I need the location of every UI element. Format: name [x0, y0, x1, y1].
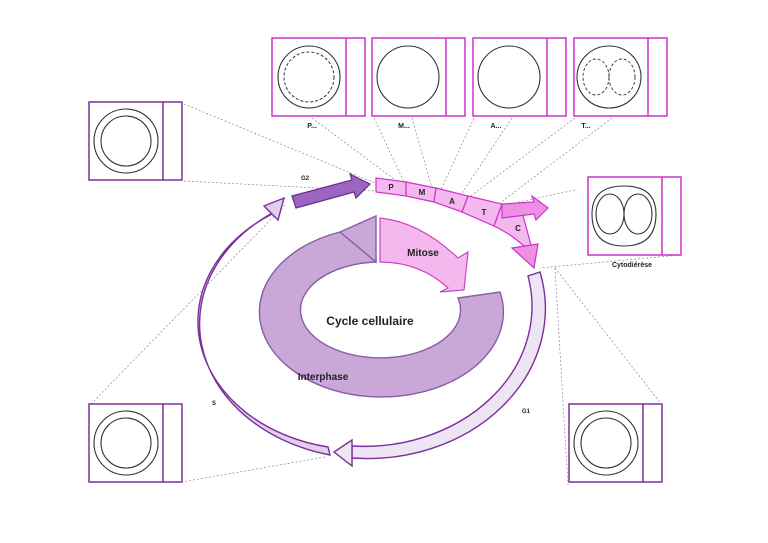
- stage-box-anaphase: [472, 37, 567, 117]
- s-phase-arc: [197, 207, 331, 456]
- phase-label-g1: G1: [522, 409, 531, 415]
- segment-label-a: A: [449, 197, 455, 206]
- interphase-arrow: [258, 219, 505, 398]
- cell-box-g1: [568, 403, 663, 483]
- connector-lines: [89, 103, 681, 486]
- segment-label-c: C: [515, 224, 521, 233]
- cell-box-s: [88, 403, 183, 483]
- g2-arrow: [291, 172, 372, 209]
- segment-label-m: M: [419, 188, 426, 197]
- mitose-arrow: [379, 217, 469, 293]
- cell-box-g2: [88, 101, 183, 181]
- interphase-arrow-tip: [338, 214, 377, 264]
- phase-label-s: S: [212, 401, 216, 407]
- stage-label-anaphase: A...: [491, 123, 502, 130]
- stage-label-prophase: P...: [307, 123, 317, 130]
- cytodierese-arrow: [501, 194, 549, 222]
- mitose-label: Mitose: [407, 248, 439, 259]
- stage-box-cytodierese: [587, 176, 682, 256]
- stage-label-cytodierese: Cytodiérèse: [612, 262, 652, 269]
- stage-label-telophase: T...: [581, 123, 590, 130]
- mitosis-band: [375, 177, 536, 259]
- stage-box-telophase: [573, 37, 668, 117]
- stage-box-metaphase: [371, 37, 466, 117]
- segment-label-p: P: [388, 183, 394, 192]
- phase-label-g2: G2: [301, 176, 310, 182]
- c-arrow-tip: [510, 243, 539, 270]
- stage-label-metaphase: M...: [398, 123, 410, 130]
- s-phase-arc-tip: [262, 196, 286, 222]
- title-label: Cycle cellulaire: [326, 314, 414, 328]
- g1-phase-arc-tip: [332, 438, 353, 468]
- stage-box-prophase: [271, 37, 366, 117]
- interphase-label: Interphase: [298, 372, 349, 383]
- segment-label-t: T: [482, 208, 487, 217]
